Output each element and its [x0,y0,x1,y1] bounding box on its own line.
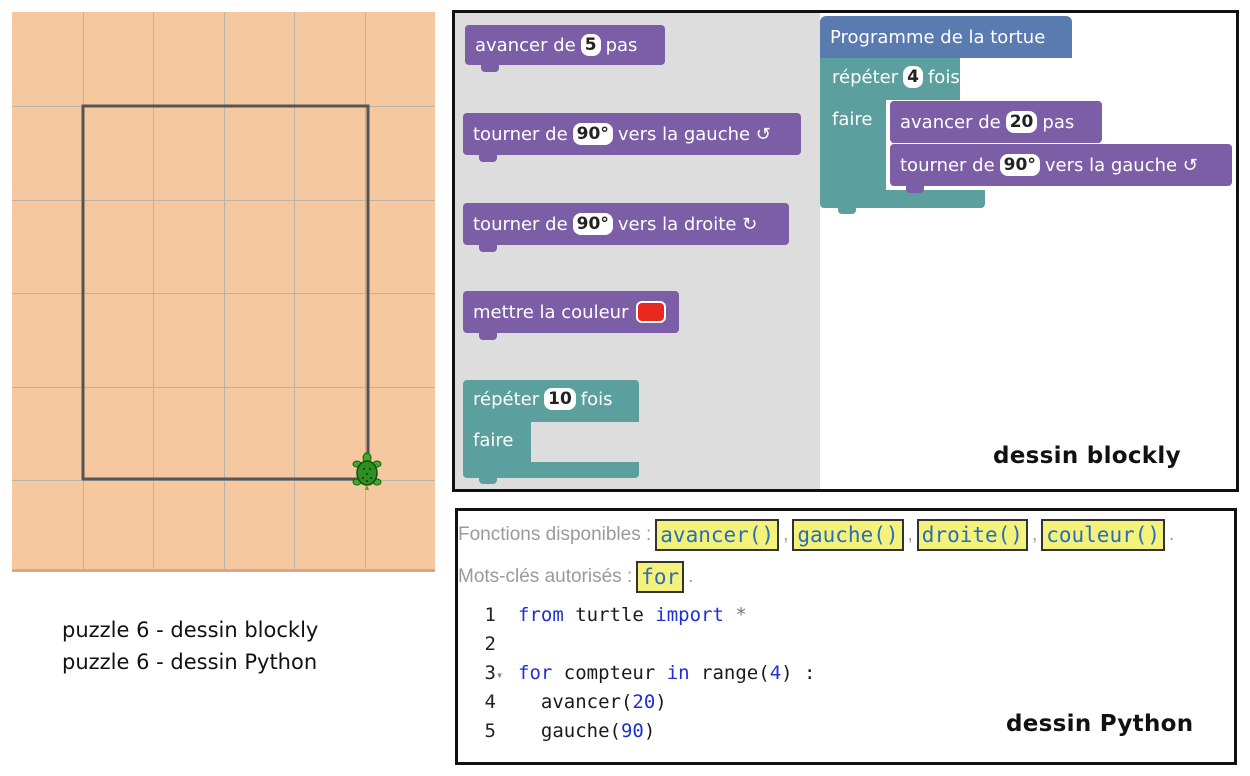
turtle-canvas [12,12,435,572]
caption-blockly: puzzle 6 - dessin blockly [62,618,319,642]
available-functions-bar: Fonctions disponibles : avancer(), gauch… [458,519,1174,551]
block-label: pas [1042,111,1075,133]
code-line: 3▾for compteur in range(4) : [458,659,816,688]
turtle-path [81,104,370,481]
blockly-toolbox: avancer de 5 pas tourner de 90° vers la … [455,13,820,489]
block-label: fois [580,388,613,410]
allowed-keywords-bar: Mots-clés autorisés : for. [458,561,693,593]
block-count-input[interactable]: 4 [903,66,923,88]
toolbox-color-block[interactable]: mettre la couleur [463,291,679,340]
block-angle-dropdown[interactable]: 90° [572,123,613,145]
keyword-chip-for[interactable]: for [636,561,685,593]
block-label: tourner de [473,123,568,145]
block-label: mettre la couleur [473,301,629,323]
functions-label: Fonctions disponibles : [458,524,652,545]
block-label: avancer de [475,34,576,56]
block-label: tourner de [900,154,995,176]
block-label: vers la gauche ↺ [617,123,771,145]
toolbox-turn-left-block[interactable]: tourner de 90° vers la gauche ↺ [463,113,801,162]
block-label: faire [832,109,873,130]
block-angle-dropdown[interactable]: 90° [999,154,1040,176]
block-value-input[interactable]: 20 [1005,111,1038,133]
block-label: fois [927,66,960,88]
code-line: 5 gauche(90) [484,720,656,742]
block-label: pas [605,34,638,56]
python-panel: Fonctions disponibles : avancer(), gauch… [455,508,1237,765]
blockly-panel-label: dessin blockly [993,443,1181,469]
block-label: répéter [832,66,899,88]
block-label: avancer de [900,111,1001,133]
program-title: Programme de la tortue [830,26,1046,48]
block-label: vers la gauche ↺ [1044,154,1198,176]
function-chip-couleur[interactable]: couleur() [1041,519,1166,551]
code-line: 1 from turtle import * [484,604,747,626]
toolbox-turn-right-block[interactable]: tourner de 90° vers la droite ↻ [463,203,789,252]
code-line: 4 avancer(20) [484,691,667,713]
workspace-forward-block[interactable]: avancer de 20 pas [890,101,1102,143]
block-label: vers la droite ↻ [617,213,758,235]
blockly-workspace[interactable]: Programme de la tortue répéter 4 fois fa… [820,13,1236,489]
python-code-editor[interactable]: 1 from turtle import * 2 3▾for compteur … [458,601,816,746]
fold-toggle-icon[interactable]: ▾ [496,668,504,682]
toolbox-forward-block[interactable]: avancer de 5 pas [465,25,665,72]
color-swatch[interactable] [636,301,667,323]
block-label: répéter [473,388,540,410]
python-panel-label: dessin Python [1006,711,1194,737]
workspace-turn-left-block[interactable]: tourner de 90° vers la gauche ↺ [890,144,1232,193]
block-count-input[interactable]: 10 [544,388,576,410]
block-label: tourner de [473,213,568,235]
turtle-icon [352,452,382,490]
caption-python: puzzle 6 - dessin Python [62,650,318,674]
block-angle-dropdown[interactable]: 90° [572,213,613,235]
block-value-input[interactable]: 5 [580,34,601,56]
function-chip-avancer[interactable]: avancer() [655,519,780,551]
block-label: faire [473,430,514,451]
code-line: 2 [484,633,496,655]
program-hat-block[interactable]: Programme de la tortue [820,16,1072,58]
function-chip-gauche[interactable]: gauche() [792,519,904,551]
keywords-label: Mots-clés autorisés : [458,566,633,587]
function-chip-droite[interactable]: droite() [916,519,1028,551]
blockly-panel: avancer de 5 pas tourner de 90° vers la … [452,10,1239,492]
